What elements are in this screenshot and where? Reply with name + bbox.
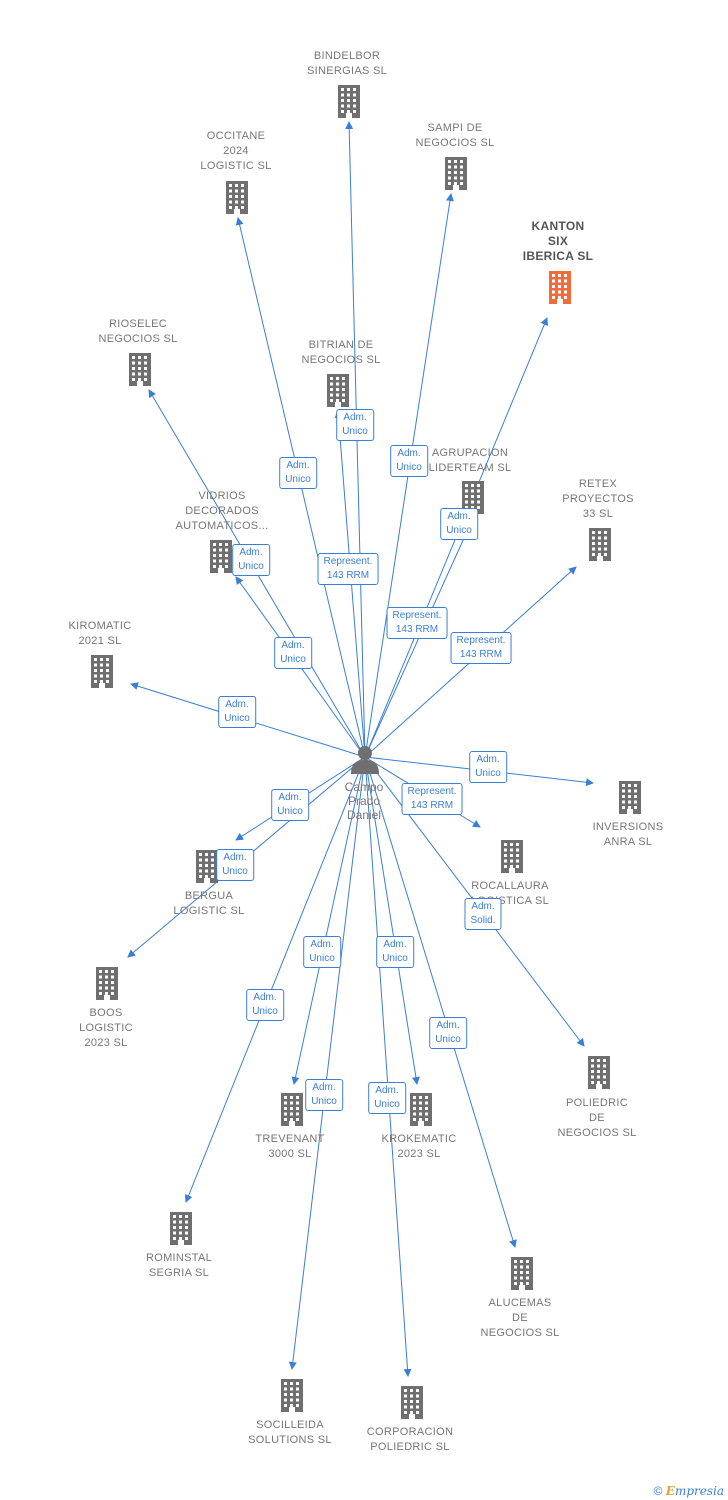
- company-label-boos[interactable]: BOOS LOGISTIC 2023 SL: [79, 1007, 133, 1049]
- company-label-trevenant[interactable]: TREVENANT 3000 SL: [255, 1133, 325, 1160]
- building-icon: [501, 840, 523, 873]
- relation-badge-poliedric[interactable]: Adm. Solid.: [464, 898, 502, 930]
- relation-badge-agrupacion[interactable]: Represent. 143 RRM: [386, 607, 448, 639]
- person-icon: [351, 746, 379, 774]
- building-icon: [196, 850, 218, 883]
- relation-badge-alucemas[interactable]: Adm. Unico: [429, 1017, 467, 1049]
- company-label-retex[interactable]: RETEX PROYECTOS 33 SL: [562, 478, 634, 520]
- company-label-kiromatic[interactable]: KIROMATIC 2021 SL: [68, 620, 132, 647]
- person-name[interactable]: Campo Prado Daniel: [344, 780, 384, 822]
- company-label-socilleida[interactable]: SOCILLEIDA SOLUTIONS SL: [248, 1419, 332, 1446]
- relation-badge-rocallaura[interactable]: Represent. 143 RRM: [401, 783, 463, 815]
- building-icon: [91, 655, 113, 688]
- company-label-agrupacion[interactable]: AGRUPACION LIDERTEAM SL: [428, 447, 512, 474]
- person-node[interactable]: [350, 744, 380, 779]
- footer-credit: © Empresia: [654, 1484, 724, 1498]
- company-node-rioselec[interactable]: [125, 352, 155, 391]
- company-node-vidrios[interactable]: [206, 539, 236, 578]
- company-node-retex[interactable]: [585, 527, 615, 566]
- relation-badge-bitrian[interactable]: Represent. 143 RRM: [317, 553, 379, 585]
- company-label-bindelbor[interactable]: BINDELBOR SINERGIAS SL: [306, 50, 388, 77]
- relation-badge-rominstal[interactable]: Adm. Unico: [246, 989, 284, 1021]
- building-icon: [170, 1212, 192, 1245]
- brand-logo[interactable]: Empresia: [665, 1484, 724, 1498]
- company-label-rominstal[interactable]: ROMINSTAL SEGRIA SL: [145, 1252, 213, 1279]
- company-label-bitrian[interactable]: BITRIAN DE NEGOCIOS SL: [301, 339, 381, 366]
- relation-badge-occitane[interactable]: Adm. Unico: [279, 457, 317, 489]
- building-icon: [588, 1056, 610, 1089]
- building-icon: [549, 271, 571, 304]
- building-icon: [619, 781, 641, 814]
- relation-badge-inversions[interactable]: Adm. Unico: [469, 751, 507, 783]
- company-node-bitrian[interactable]: [323, 373, 353, 412]
- relation-badge-sampi[interactable]: Adm. Unico: [390, 445, 428, 477]
- building-icon: [96, 967, 118, 1000]
- company-label-vidrios[interactable]: VIDRIOS DECORADOS AUTOMATICOS...: [175, 490, 269, 532]
- company-node-sampi[interactable]: [441, 156, 471, 195]
- relation-badge-bergua[interactable]: Adm. Unico: [271, 789, 309, 821]
- building-icon: [327, 374, 349, 407]
- building-icon: [338, 85, 360, 118]
- company-node-trevenant[interactable]: [277, 1092, 307, 1131]
- building-icon: [410, 1093, 432, 1126]
- company-node-rocallaura[interactable]: [497, 839, 527, 878]
- company-label-krokematic[interactable]: KROKEMATIC 2023 SL: [381, 1133, 457, 1160]
- company-label-occitane[interactable]: OCCITANE 2024 LOGISTIC SL: [200, 130, 272, 172]
- relation-badge-bindelbor[interactable]: Adm. Unico: [336, 409, 374, 441]
- relation-badge-socilleida[interactable]: Adm. Unico: [305, 1079, 343, 1111]
- relation-badge-vidrios[interactable]: Adm. Unico: [274, 637, 312, 669]
- company-node-poliedric[interactable]: [584, 1055, 614, 1094]
- building-icon: [589, 528, 611, 561]
- company-label-sampi[interactable]: SAMPI DE NEGOCIOS SL: [415, 122, 495, 149]
- company-label-kanton[interactable]: KANTON SIX IBERICA SL: [522, 219, 594, 263]
- relation-badge-trevenant[interactable]: Adm. Unico: [303, 936, 341, 968]
- company-node-corporacion[interactable]: [397, 1385, 427, 1424]
- building-icon: [511, 1257, 533, 1290]
- company-label-poliedric[interactable]: POLIEDRIC DE NEGOCIOS SL: [557, 1097, 637, 1139]
- company-label-rioselec[interactable]: RIOSELEC NEGOCIOS SL: [98, 318, 178, 345]
- building-icon: [281, 1093, 303, 1126]
- company-node-inversions[interactable]: [615, 780, 645, 819]
- company-node-bindelbor[interactable]: [334, 84, 364, 123]
- edge-socilleida: [288, 756, 366, 1370]
- relation-badge-corporacion[interactable]: Adm. Unico: [368, 1082, 406, 1114]
- company-node-alucemas[interactable]: [507, 1256, 537, 1295]
- edge-trevenant: [291, 756, 366, 1085]
- company-node-socilleida[interactable]: [277, 1378, 307, 1417]
- building-icon: [401, 1386, 423, 1419]
- edge-alucemas: [364, 756, 517, 1248]
- relation-badge-boos[interactable]: Adm. Unico: [216, 849, 254, 881]
- building-icon: [281, 1379, 303, 1412]
- relation-badge-krokematic[interactable]: Adm. Unico: [376, 936, 414, 968]
- company-node-occitane[interactable]: [222, 180, 252, 219]
- relation-badge-retex[interactable]: Represent. 143 RRM: [450, 632, 512, 664]
- company-label-inversions[interactable]: INVERSIONS ANRA SL: [592, 821, 664, 848]
- edge-krokematic: [364, 756, 420, 1085]
- building-icon: [210, 540, 232, 573]
- edge-corporacion: [364, 756, 412, 1377]
- relation-badge-kanton[interactable]: Adm. Unico: [440, 508, 478, 540]
- company-node-krokematic[interactable]: [406, 1092, 436, 1131]
- company-node-bergua[interactable]: [192, 849, 222, 888]
- company-node-rominstal[interactable]: [166, 1211, 196, 1250]
- building-icon: [445, 157, 467, 190]
- relation-badge-kiromatic[interactable]: Adm. Unico: [218, 696, 256, 728]
- company-node-kiromatic[interactable]: [87, 654, 117, 693]
- building-icon: [129, 353, 151, 386]
- company-node-boos[interactable]: [92, 966, 122, 1005]
- relation-badge-rioselec[interactable]: Adm. Unico: [232, 544, 270, 576]
- building-icon: [226, 181, 248, 214]
- copyright-symbol: ©: [653, 1484, 663, 1498]
- company-label-bergua[interactable]: BERGUA LOGISTIC SL: [173, 890, 245, 917]
- company-label-corporacion[interactable]: CORPORACION POLIEDRIC SL: [366, 1426, 454, 1453]
- company-label-alucemas[interactable]: ALUCEMAS DE NEGOCIOS SL: [480, 1297, 560, 1339]
- edge-rominstal: [184, 756, 366, 1203]
- company-node-kanton[interactable]: [545, 270, 575, 309]
